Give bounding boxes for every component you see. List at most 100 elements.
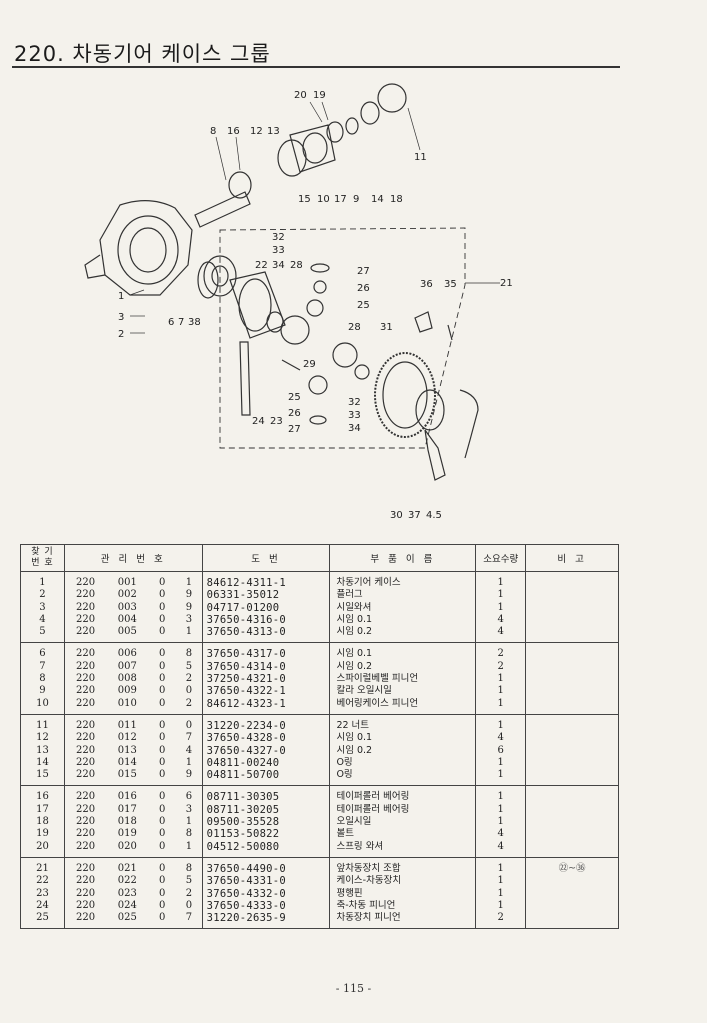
title-rule	[12, 66, 620, 68]
remark	[525, 840, 619, 858]
mgmt-b: 002	[117, 589, 137, 601]
part-name: 테이퍼롤러 베어링	[329, 803, 477, 817]
mgmt-d: 0	[176, 899, 203, 913]
quantity: 1	[475, 816, 527, 829]
quantity: 1	[475, 756, 527, 770]
drawing-no: 84612-4311-1	[202, 571, 331, 590]
drawing-no: 37650-4314-0	[202, 660, 331, 674]
mgmt-a: 220	[76, 673, 96, 685]
mgmt-d: 3	[176, 613, 203, 627]
drawing-no: 37650-4313-0	[202, 626, 331, 644]
mgmt-c: 0	[159, 673, 166, 685]
mgmt-d: 8	[176, 828, 203, 841]
drawing-no: 04811-00240	[202, 756, 331, 770]
remark	[526, 816, 619, 828]
mgmt-b: 008	[117, 673, 137, 685]
mgmt-c: 0	[148, 840, 177, 858]
part-name: 칼라 오일시일	[329, 685, 477, 698]
remark	[525, 912, 619, 930]
label-11: 11	[414, 152, 427, 163]
drawing-no: 37650-4490-0	[202, 857, 331, 876]
row-no: 23	[20, 887, 65, 900]
mgmt-b: 005	[106, 626, 149, 644]
mgmt-b: 019	[117, 828, 137, 840]
mgmt-c: 0	[159, 719, 166, 731]
label-28b: 28	[348, 322, 361, 333]
drawing-no: 04717-01200	[202, 601, 331, 614]
mgmt-d: 5	[176, 875, 203, 888]
mgmt-b: 013	[117, 744, 137, 756]
label-7: 7	[178, 317, 184, 328]
mgmt-a: 220	[76, 732, 96, 744]
mgmt-b: 004	[117, 613, 137, 625]
part-name: 스프링 와셔	[329, 840, 477, 858]
mgmt-b: 020	[106, 840, 149, 858]
label-38: 38	[188, 317, 201, 328]
mgmt-b: 015	[106, 769, 149, 787]
part-name: 플러그	[329, 589, 477, 602]
part-name: 시일와셔	[329, 601, 477, 614]
header-remark: 비 고	[525, 544, 619, 572]
remark	[526, 643, 619, 661]
mgmt-c: 0	[159, 732, 166, 744]
row-no: 18	[20, 816, 65, 829]
label-10: 10	[317, 194, 330, 205]
drawing-no: 84612-4323-1	[202, 697, 331, 715]
label-14: 14	[371, 194, 384, 205]
mgmt-c: 0	[159, 589, 166, 601]
remark	[526, 602, 619, 614]
mgmt-d: 9	[176, 769, 203, 787]
drawing-no: 04811-50700	[202, 769, 331, 787]
label-30: 30	[390, 510, 403, 521]
header-name: 부 품 이 름	[329, 544, 477, 572]
label-28: 28	[290, 260, 303, 271]
remark	[526, 888, 619, 900]
row-no: 1	[20, 571, 65, 590]
drawing-no: 37650-4333-0	[202, 899, 331, 913]
quantity: 1	[475, 899, 527, 913]
part-name: 스파이럴베벨 피니언	[329, 673, 477, 686]
row-no: 15	[20, 769, 65, 787]
quantity: 1	[475, 785, 527, 804]
remark: ㉒~㊱	[558, 862, 586, 874]
remark	[526, 745, 619, 757]
gear-case-housing	[99, 200, 193, 296]
label-6: 6	[168, 317, 174, 328]
mgmt-c: 0	[159, 601, 166, 613]
row-no: 5	[20, 626, 65, 644]
mgmt-c: 0	[159, 685, 166, 697]
mgmt-a: 220	[64, 912, 107, 930]
mgmt-d: 6	[176, 785, 203, 804]
mgmt-b: 021	[117, 862, 137, 874]
mgmt-d: 3	[176, 803, 203, 817]
mgmt-c: 0	[148, 626, 177, 644]
row-no: 3	[20, 601, 65, 614]
mgmt-a: 220	[64, 769, 107, 787]
remark	[526, 757, 619, 769]
label-29: 29	[303, 359, 316, 370]
part-name: 오일시일	[329, 816, 477, 829]
remark	[526, 673, 619, 685]
remark	[526, 661, 619, 673]
ring-gear	[374, 352, 436, 438]
label-24: 24	[252, 416, 265, 427]
part-name: 베어링케이스 피니언	[329, 697, 477, 715]
row-no: 17	[20, 803, 65, 817]
mgmt-c: 0	[159, 756, 166, 768]
remark	[526, 875, 619, 887]
quantity: 1	[475, 857, 527, 876]
mgmt-b: 010	[106, 697, 149, 715]
drawing-no: 31220-2234-0	[202, 714, 331, 733]
mgmt-d: 2	[176, 697, 203, 715]
